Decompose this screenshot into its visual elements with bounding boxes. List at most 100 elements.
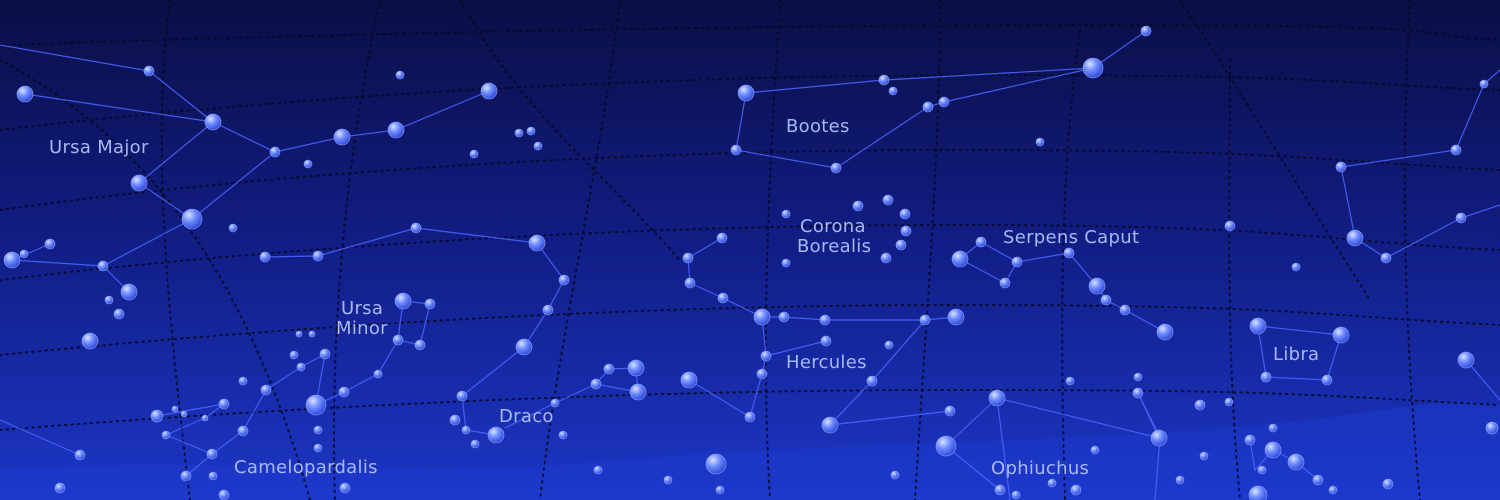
- star: [208, 471, 218, 481]
- star: [218, 398, 230, 410]
- star: [130, 174, 148, 192]
- star: [533, 141, 543, 151]
- star: [737, 84, 755, 102]
- star: [338, 386, 350, 398]
- label-bootes: Bootes: [786, 116, 850, 137]
- star: [819, 314, 831, 326]
- star: [820, 335, 832, 347]
- star: [884, 340, 894, 350]
- star: [1264, 441, 1282, 459]
- star: [305, 394, 327, 416]
- star: [461, 425, 471, 435]
- star: [1291, 262, 1301, 272]
- star: [1140, 25, 1152, 37]
- star: [753, 308, 771, 326]
- star: [97, 260, 109, 272]
- star: [308, 330, 316, 338]
- star: [684, 277, 696, 289]
- star: [456, 390, 468, 402]
- star: [120, 283, 138, 301]
- star: [387, 121, 405, 139]
- star: [238, 376, 248, 386]
- star: [922, 101, 934, 113]
- star: [392, 334, 404, 346]
- star: [821, 416, 839, 434]
- star: [1328, 485, 1338, 495]
- star: [1011, 256, 1023, 268]
- star: [663, 475, 673, 485]
- star: [1133, 372, 1143, 382]
- star: [1011, 490, 1021, 500]
- star: [180, 410, 188, 418]
- star: [1249, 317, 1267, 335]
- star: [550, 398, 560, 408]
- star: [590, 378, 602, 390]
- star: [935, 435, 957, 457]
- star: [1224, 397, 1234, 407]
- star: [1150, 429, 1168, 447]
- star: [1199, 451, 1209, 461]
- star: [339, 482, 351, 494]
- star: [1268, 423, 1278, 433]
- star: [1312, 474, 1324, 486]
- star: [1244, 434, 1256, 446]
- star: [150, 409, 164, 423]
- star: [603, 363, 615, 375]
- star: [975, 236, 987, 248]
- star: [81, 332, 99, 350]
- star: [830, 162, 842, 174]
- horizon-glow: [0, 402, 1500, 500]
- star: [781, 258, 791, 268]
- star: [1035, 137, 1045, 147]
- star: [944, 405, 956, 417]
- star: [143, 65, 155, 77]
- star: [1065, 376, 1075, 386]
- star: [259, 251, 271, 263]
- star: [852, 200, 864, 212]
- star: [528, 234, 546, 252]
- star: [303, 159, 313, 169]
- star: [1070, 484, 1082, 496]
- star: [882, 194, 894, 206]
- star: [312, 250, 324, 262]
- star: [542, 304, 554, 316]
- star: [1455, 212, 1467, 224]
- star: [900, 225, 912, 237]
- star: [715, 485, 725, 495]
- star: [1346, 229, 1364, 247]
- label-corona-borealis-line2: Borealis: [797, 236, 871, 257]
- star: [3, 251, 21, 269]
- star: [1382, 478, 1394, 490]
- star: [1335, 161, 1347, 173]
- star: [449, 414, 461, 426]
- star: [469, 149, 479, 159]
- star: [54, 482, 66, 494]
- star: [74, 449, 86, 461]
- star: [206, 448, 218, 460]
- star: [410, 222, 422, 234]
- star: [1479, 79, 1489, 89]
- star: [480, 82, 498, 100]
- star: [319, 348, 331, 360]
- star: [1100, 294, 1112, 306]
- star: [313, 443, 323, 453]
- star: [515, 338, 533, 356]
- star: [705, 453, 727, 475]
- star: [161, 430, 171, 440]
- star: [629, 383, 647, 401]
- star: [558, 430, 568, 440]
- star: [1224, 220, 1236, 232]
- star: [999, 277, 1011, 289]
- star: [558, 274, 570, 286]
- star: [627, 359, 645, 377]
- label-ursa-minor-line2: Minor: [336, 318, 388, 339]
- star: [394, 292, 412, 310]
- label-serpens-caput: Serpens Caput: [1003, 227, 1139, 248]
- star: [866, 375, 878, 387]
- star: [296, 362, 306, 372]
- label-camelopardalis: Camelopardalis: [234, 457, 378, 478]
- star: [938, 96, 950, 108]
- star: [1090, 445, 1100, 455]
